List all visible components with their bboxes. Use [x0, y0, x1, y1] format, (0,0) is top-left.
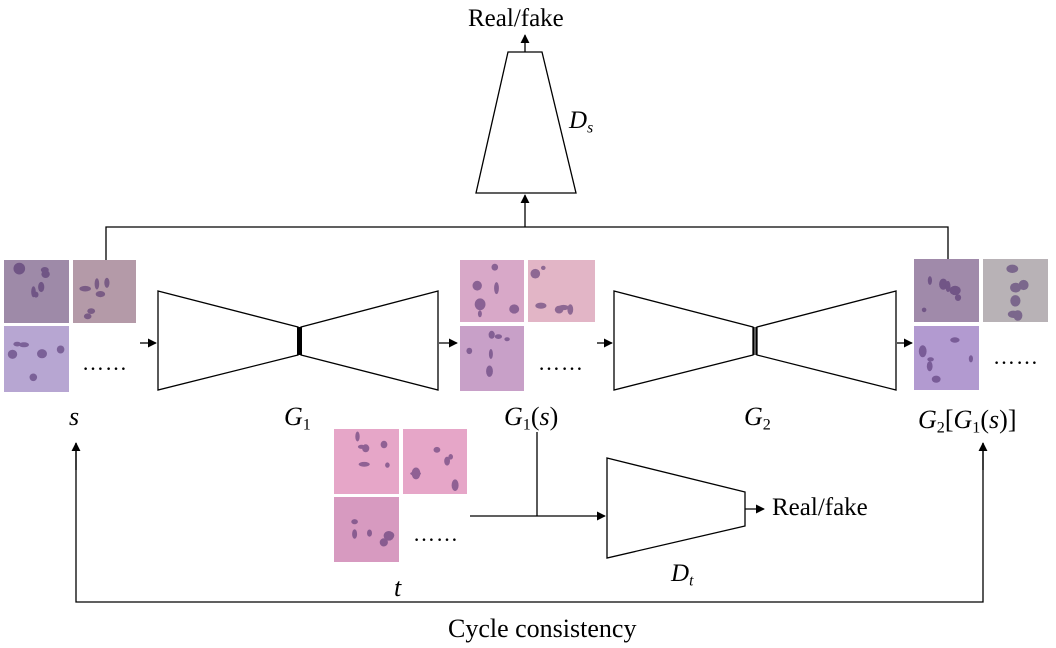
reconstructed-tiles: [914, 259, 1048, 390]
target-label: t: [394, 573, 402, 602]
g1-label: G1: [284, 402, 311, 434]
generator-g1-decoder: [300, 290, 439, 391]
generator-g2-decoder: [756, 290, 897, 391]
cycle-consistency-line: [75, 443, 984, 603]
reconstructed-ellipsis: ……: [993, 344, 1039, 369]
generator-g1-bottleneck: [297, 327, 302, 355]
dt-label: Dt: [671, 560, 694, 590]
g1s-label: G1(s): [504, 402, 559, 434]
source-label: s: [69, 402, 80, 431]
ds-output-label: Real/fake: [468, 5, 564, 32]
discriminator-ds: [475, 51, 577, 194]
translated-tiles: [460, 260, 595, 391]
g2-label: G2: [744, 402, 771, 434]
source-ellipsis: ……: [82, 350, 128, 375]
generator-g1-encoder: [157, 290, 299, 391]
ds-label: Ds: [569, 107, 594, 137]
discriminator-dt: [606, 457, 746, 559]
translated-ellipsis: ……: [538, 350, 584, 375]
dt-output-label: Real/fake: [772, 494, 868, 521]
cycle-consistency-label: Cycle consistency: [448, 614, 637, 643]
target-ellipsis: ……: [413, 521, 459, 546]
g2g1s-label: G2[G1(s)]: [918, 405, 1017, 437]
generator-g2-encoder: [613, 290, 754, 391]
ds-feed-line: [105, 226, 949, 260]
